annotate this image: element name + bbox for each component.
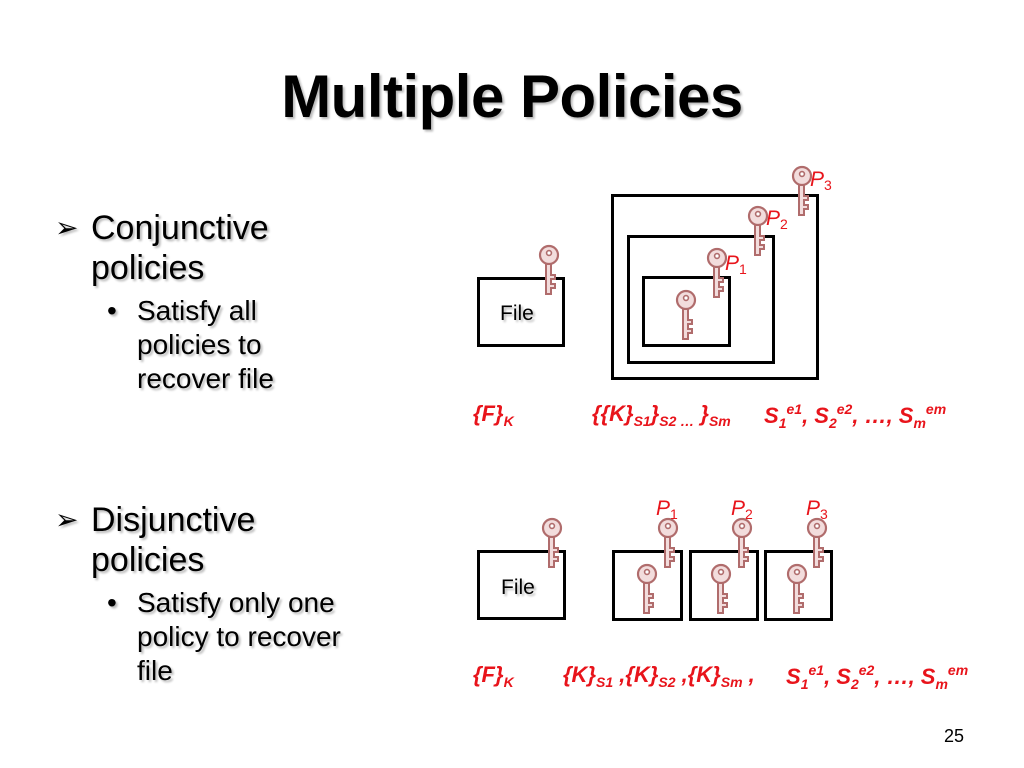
shares-formula: S1e1, S2e2, …, Smem	[786, 662, 969, 692]
file-label: File	[500, 302, 534, 325]
policy-label-p1: P1	[656, 497, 678, 522]
key-icon	[541, 517, 563, 569]
sub-bullet-text: policy to recover	[137, 621, 341, 652]
slide-title: Multiple Policies	[281, 63, 743, 130]
policy-key-icon-p3	[806, 517, 828, 569]
policy-label-p2: P2	[731, 497, 753, 522]
arrow-bullet-icon: ➢	[55, 504, 79, 535]
dot-bullet-icon: •	[107, 587, 117, 618]
sub-bullet-text: Satisfy only one	[137, 587, 335, 618]
sub-bullet-text: Satisfy all	[137, 295, 257, 326]
policy-label-p1: P1	[725, 252, 747, 277]
dot-bullet-icon: •	[107, 295, 117, 326]
sub-bullet-text: policies to	[137, 329, 262, 360]
key-icon	[786, 563, 808, 615]
file-label: File	[501, 576, 535, 599]
key-icon	[675, 289, 697, 341]
encrypted-file-formula: {F}K	[473, 662, 514, 690]
bullet-conjunctive: ➢ Conjunctive policies • Satisfy all pol…	[55, 208, 274, 396]
policy-key-icon-p1	[657, 517, 679, 569]
bullet-heading: policies	[91, 541, 205, 579]
sub-bullet-text: file	[137, 655, 173, 686]
policy-label-p3: P3	[810, 168, 832, 193]
key-icon	[636, 563, 658, 615]
bullet-heading: Disjunctive	[91, 501, 256, 539]
page-number: 25	[943, 726, 964, 746]
sub-bullet-text: recover file	[137, 363, 274, 394]
encrypted-file-formula: {F}K	[473, 401, 514, 429]
arrow-bullet-icon: ➢	[55, 212, 79, 243]
policy-label-p3: P3	[806, 497, 828, 522]
bullet-heading: policies	[91, 249, 205, 287]
policy-key-icon-p2	[731, 517, 753, 569]
key-icon	[538, 244, 560, 296]
key-icon	[710, 563, 732, 615]
bullet-heading: Conjunctive	[91, 209, 269, 247]
key-copies-formula: {K}S1 ,{K}S2 ,{K}Sm ,	[563, 662, 755, 690]
nested-key-formula: {{K}S1}S2 … }Sm	[592, 401, 731, 429]
bullet-disjunctive: ➢ Disjunctive policies • Satisfy only on…	[55, 500, 341, 688]
policy-label-p2: P2	[766, 207, 788, 232]
shares-formula: S1e1, S2e2, …, Smem	[764, 401, 947, 431]
